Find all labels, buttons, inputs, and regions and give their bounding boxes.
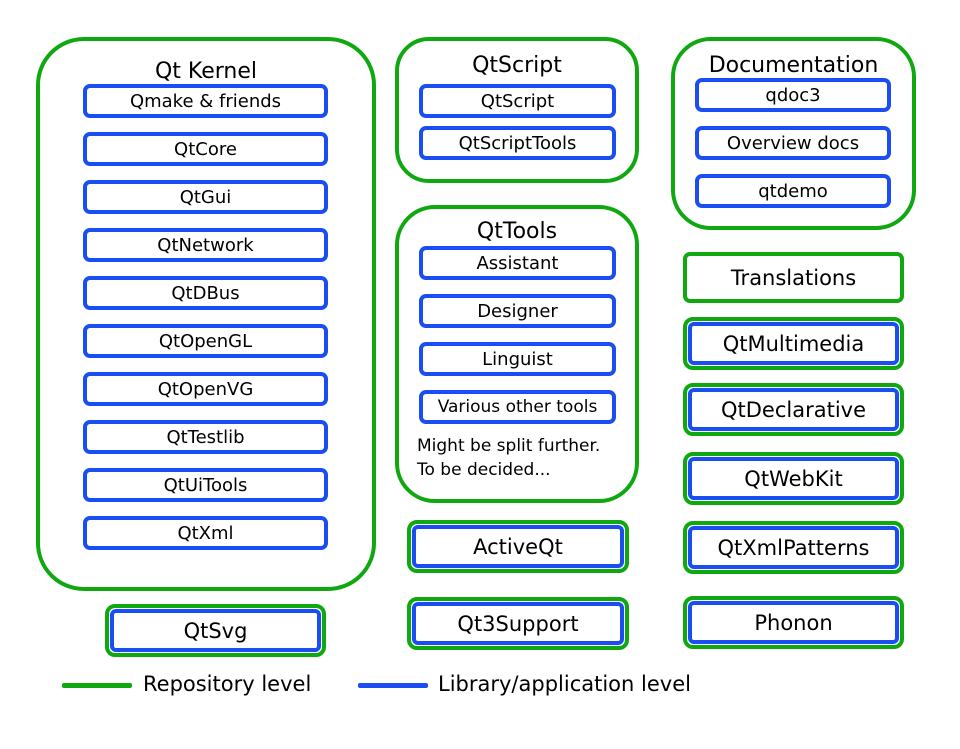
legend-library-line	[358, 683, 428, 688]
lib-qtdemo: qtdemo	[695, 174, 891, 208]
lib-qtopengl: QtOpenGL	[83, 324, 328, 358]
box-qtwebkit: QtWebKit	[683, 452, 904, 505]
lib-qtopenvg: QtOpenVG	[83, 372, 328, 406]
lib-qtdbus: QtDBus	[83, 276, 328, 310]
repo-translations: Translations	[683, 252, 904, 303]
lib-qtwebkit: QtWebKit	[688, 457, 899, 500]
lib-qtdeclarative: QtDeclarative	[688, 388, 899, 431]
lib-assistant: Assistant	[419, 246, 616, 280]
repo-title-qt-kernel: Qt Kernel	[154, 59, 258, 84]
box-qtdeclarative: QtDeclarative	[683, 383, 904, 436]
lib-activeqt: ActiveQt	[412, 525, 624, 568]
lib-qtscripttools: QtScriptTools	[419, 126, 616, 160]
lib-linguist: Linguist	[419, 342, 616, 376]
box-activeqt: ActiveQt	[407, 520, 629, 573]
lib-designer: Designer	[419, 294, 616, 328]
lib-phonon: Phonon	[688, 601, 899, 644]
lib-qt3support: Qt3Support	[412, 602, 624, 645]
lib-qtsvg: QtSvg	[110, 609, 321, 652]
legend-repository-label: Repository level	[143, 672, 312, 696]
lib-qttestlib: QtTestlib	[83, 420, 328, 454]
qttools-note-line-2: To be decided...	[417, 460, 551, 480]
legend-repository-line	[62, 683, 132, 688]
lib-qdoc3: qdoc3	[695, 78, 891, 112]
box-qtxmlpatterns: QtXmlPatterns	[683, 521, 904, 574]
lib-qtxmlpatterns: QtXmlPatterns	[688, 526, 899, 569]
box-phonon: Phonon	[683, 596, 904, 649]
lib-various-other-tools: Various other tools	[419, 390, 616, 424]
lib-qtuitools: QtUiTools	[83, 468, 328, 502]
lib-qtxml: QtXml	[83, 516, 328, 550]
box-qt3support: Qt3Support	[407, 597, 629, 650]
legend-library-label: Library/application level	[438, 672, 691, 696]
lib-qtscript: QtScript	[419, 84, 616, 118]
lib-qtmultimedia: QtMultimedia	[688, 322, 899, 365]
box-qtsvg: QtSvg	[105, 604, 326, 657]
repo-title-qttools: QtTools	[476, 219, 558, 244]
lib-overview-docs: Overview docs	[695, 126, 891, 160]
repo-title-documentation: Documentation	[708, 53, 879, 78]
qttools-note-line-1: Might be split further.	[417, 436, 601, 456]
repo-qt-kernel: Qt Kernel	[36, 37, 376, 591]
lib-qtgui: QtGui	[83, 180, 328, 214]
repo-title-qtscript: QtScript	[472, 53, 562, 78]
lib-qtcore: QtCore	[83, 132, 328, 166]
lib-qmake: Qmake & friends	[83, 84, 328, 118]
lib-qtnetwork: QtNetwork	[83, 228, 328, 262]
box-qtmultimedia: QtMultimedia	[683, 317, 904, 370]
